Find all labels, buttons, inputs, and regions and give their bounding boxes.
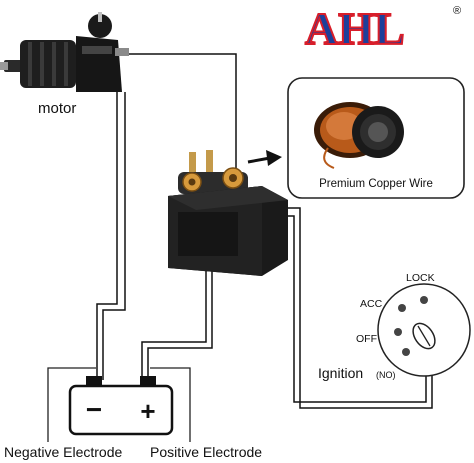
motor-ground-wire bbox=[96, 92, 118, 380]
motor-label: motor bbox=[38, 100, 76, 117]
positive-leader bbox=[150, 367, 191, 442]
relay-ignition-wire-2 bbox=[288, 215, 427, 403]
ignition-label: Ignition bbox=[318, 365, 363, 381]
relay-battery-wire-2 bbox=[141, 262, 207, 380]
brand-registered-mark: ® bbox=[453, 5, 461, 17]
acc-contact bbox=[398, 304, 406, 312]
battery: − + bbox=[68, 376, 174, 436]
off-label: OFF bbox=[356, 333, 377, 345]
battery-plus-symbol: + bbox=[140, 396, 155, 426]
acc-label: ACC bbox=[360, 298, 383, 310]
negative-leader bbox=[47, 367, 96, 442]
on-contact bbox=[402, 348, 410, 356]
lock-contact bbox=[420, 296, 428, 304]
lock-label: LOCK bbox=[406, 272, 435, 284]
positive-electrode-label: Positive Electrode bbox=[150, 444, 262, 460]
battery-body bbox=[68, 384, 174, 436]
negative-electrode-label: Negative Electrode bbox=[4, 444, 123, 460]
battery-minus-symbol: − bbox=[86, 394, 102, 425]
brand-name: AHL bbox=[305, 3, 405, 54]
copper-wire-inset: Premium Copper Wire bbox=[287, 77, 465, 199]
relay-ignition-wire bbox=[288, 207, 433, 409]
off-contact bbox=[394, 328, 402, 336]
starter-relay bbox=[168, 150, 288, 276]
ignition-switch bbox=[377, 283, 471, 377]
ignition-note: (NO) bbox=[376, 370, 396, 380]
starter-motor bbox=[0, 12, 129, 92]
brand-logo: AHL ® bbox=[304, 2, 461, 55]
wires bbox=[47, 53, 433, 442]
motor-ground-wire-2 bbox=[102, 92, 126, 380]
copper-wire-label: Premium Copper Wire bbox=[319, 178, 433, 190]
motor-relay-wire bbox=[118, 53, 237, 170]
relay-battery-wire bbox=[147, 262, 213, 380]
